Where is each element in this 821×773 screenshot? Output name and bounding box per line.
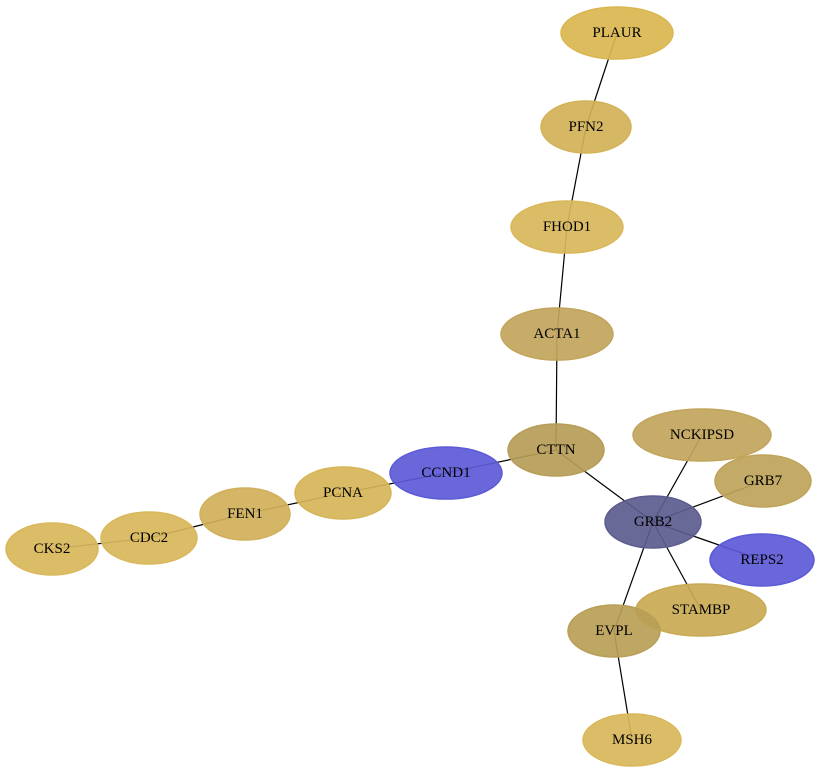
node-label-stambp: STAMBP [672,602,731,618]
node-fen1[interactable]: FEN1 [199,487,291,541]
node-grb2[interactable]: GRB2 [604,495,702,549]
node-shape-plaur[interactable] [560,6,674,60]
node-shape-grb2[interactable] [604,495,702,549]
node-label-nckipsd: NCKIPSD [670,427,734,443]
node-shape-cdc2[interactable] [100,511,198,565]
node-shape-cks2[interactable] [5,522,99,576]
node-evpl[interactable]: EVPL [567,604,661,658]
node-label-acta1: ACTA1 [533,326,580,342]
node-cks2[interactable]: CKS2 [5,522,99,576]
node-shape-fhod1[interactable] [510,200,624,254]
node-label-cttn: CTTN [536,442,575,458]
node-label-cdc2: CDC2 [130,530,168,546]
node-label-fhod1: FHOD1 [543,219,591,235]
node-reps2[interactable]: REPS2 [709,533,815,587]
node-label-cks2: CKS2 [34,541,71,557]
node-shape-pfn2[interactable] [540,100,632,154]
node-shape-fen1[interactable] [199,487,291,541]
node-pfn2[interactable]: PFN2 [540,100,632,154]
node-label-ccnd1: CCND1 [421,465,470,481]
node-label-plaur: PLAUR [592,25,641,41]
node-ccnd1[interactable]: CCND1 [389,446,503,500]
node-shape-cttn[interactable] [507,423,605,477]
node-label-fen1: FEN1 [227,506,263,522]
node-shape-evpl[interactable] [567,604,661,658]
node-cttn[interactable]: CTTN [507,423,605,477]
node-shape-reps2[interactable] [709,533,815,587]
node-shape-grb7[interactable] [714,454,812,508]
node-acta1[interactable]: ACTA1 [500,307,614,361]
node-grb7[interactable]: GRB7 [714,454,812,508]
node-label-pfn2: PFN2 [568,119,603,135]
node-label-evpl: EVPL [595,623,633,639]
node-plaur[interactable]: PLAUR [560,6,674,60]
node-pcna[interactable]: PCNA [294,466,392,520]
node-msh6[interactable]: MSH6 [582,713,682,767]
node-shape-nckipsd[interactable] [632,408,772,462]
node-shape-msh6[interactable] [582,713,682,767]
node-label-reps2: REPS2 [740,552,783,568]
node-label-pcna: PCNA [323,485,363,501]
node-label-msh6: MSH6 [612,732,653,748]
node-cdc2[interactable]: CDC2 [100,511,198,565]
node-shape-acta1[interactable] [500,307,614,361]
node-fhod1[interactable]: FHOD1 [510,200,624,254]
node-shape-pcna[interactable] [294,466,392,520]
node-label-grb2: GRB2 [634,514,672,530]
node-nckipsd[interactable]: NCKIPSD [632,408,772,462]
node-shape-ccnd1[interactable] [389,446,503,500]
node-label-grb7: GRB7 [744,473,783,489]
